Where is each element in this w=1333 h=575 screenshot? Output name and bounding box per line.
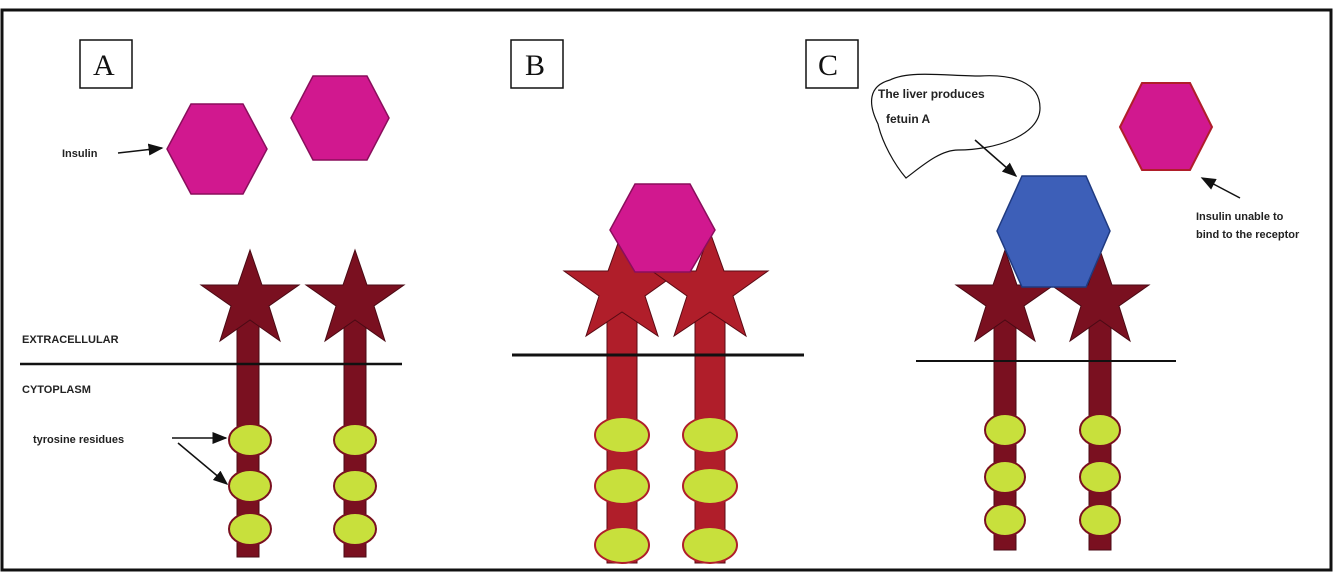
tyrosine-residue (594, 526, 650, 564)
tyrosine-residue (594, 467, 650, 505)
receptor (650, 230, 770, 564)
liver-callout-line2: fetuin A (886, 112, 931, 126)
extracellular-label: EXTRACELLULAR (22, 334, 119, 346)
tyrosine-label: tyrosine residues (33, 434, 124, 446)
receptor (954, 248, 1056, 551)
fetuin-arrow (974, 139, 1018, 177)
tyrosine-residue (1079, 503, 1121, 537)
insulin-arrow (117, 143, 164, 156)
insulin-label: Insulin (62, 148, 98, 160)
tyrosine-residue (333, 512, 377, 546)
tyrosine-residue (984, 413, 1026, 447)
panel-c: C The liver produces fetuin A Insulin un… (805, 39, 1300, 551)
receptor (562, 230, 682, 564)
insulin-hexagon (609, 183, 716, 273)
liver-callout-line1: The liver produces (878, 87, 985, 101)
tyrosine-residue (1079, 460, 1121, 494)
tyrosine-residue (682, 526, 738, 564)
insulin-hexagon (166, 103, 268, 195)
insulin-hexagon (1118, 82, 1214, 171)
tyrosine-residue (333, 423, 377, 457)
panel-c-label-box (805, 39, 859, 89)
panel-a-label: A (93, 49, 115, 82)
insulin-unable-line1: Insulin unable to (1196, 211, 1284, 223)
tyrosine-residue (682, 467, 738, 505)
insulin-unable-arrow (1200, 177, 1241, 199)
cytoplasm-label: CYTOPLASM (22, 384, 91, 396)
tyrosine-residue (228, 469, 272, 503)
tyrosine-arrow (177, 442, 229, 485)
panel-b: B (510, 39, 804, 564)
tyrosine-residue (682, 416, 738, 454)
fetuin-a-hexagon (996, 175, 1111, 288)
tyrosine-residue (228, 423, 272, 457)
tyrosine-residue (984, 503, 1026, 537)
tyrosine-residue (228, 512, 272, 546)
tyrosine-residue (984, 460, 1026, 494)
tyrosine-residue (1079, 413, 1121, 447)
insulin-unable-line2: bind to the receptor (1196, 229, 1300, 241)
tyrosine-residue (594, 416, 650, 454)
insulin-hexagon (290, 75, 390, 161)
panel-b-label: B (525, 49, 545, 82)
panel-a-label-box (79, 39, 133, 89)
panel-a: A Insulin EXTRACELLULAR CYTOPLASM tyrosi… (20, 39, 406, 558)
tyrosine-residue (333, 469, 377, 503)
panel-c-label: C (818, 49, 838, 82)
receptor (1049, 248, 1151, 551)
panel-b-label-box (510, 39, 564, 89)
